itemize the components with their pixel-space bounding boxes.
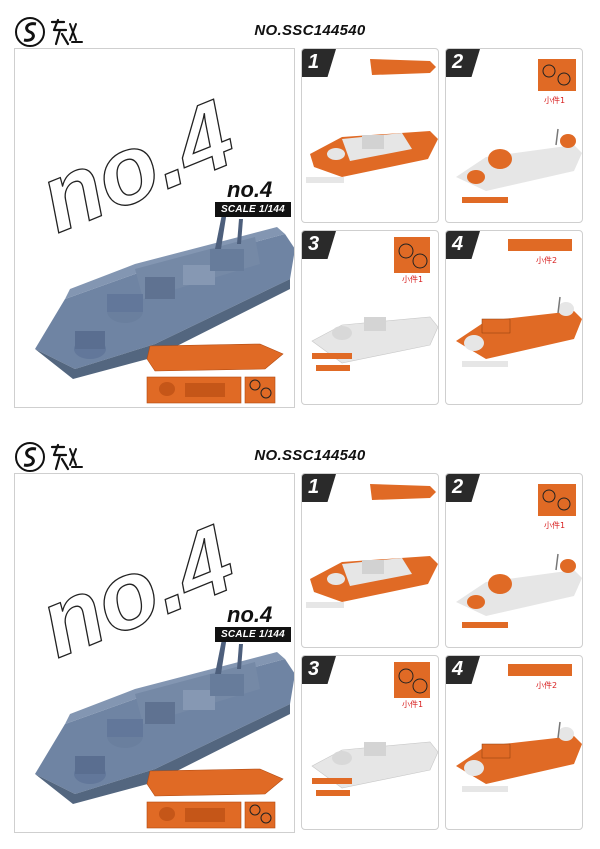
step-number: 4	[452, 233, 464, 255]
step-panel-1: 1	[301, 473, 439, 648]
scale-badge: SCALE 1/144	[215, 202, 291, 217]
instruction-sheet-bottom: NO.SSC144540 no.4	[0, 425, 600, 849]
big-outline-text: no.4	[25, 80, 248, 253]
boat-model-gray	[35, 209, 294, 379]
step1-assembly	[306, 556, 438, 608]
model-title: no.4	[227, 602, 273, 627]
orange-parts	[146, 343, 284, 404]
part-label: 小件1	[544, 96, 566, 105]
part-label: 小件1	[402, 275, 424, 284]
model-title: no.4	[227, 177, 273, 202]
step-panel-2: 2 小件1	[445, 473, 583, 648]
product-code: NO.SSC144540	[254, 22, 366, 39]
part-label: 小件2	[536, 681, 558, 690]
part-label: 小件1	[544, 521, 566, 530]
step1-assembly	[306, 131, 438, 183]
step-number: 1	[308, 51, 320, 73]
part-label: 小件2	[536, 256, 558, 265]
step-panel-3: 3 小件1	[301, 230, 439, 405]
step-panel-4: 4 小件2	[445, 230, 583, 405]
step-panel-2: 2 小件1	[445, 48, 583, 223]
brand-logo	[15, 442, 83, 472]
step2-assembly	[456, 553, 582, 628]
boat-model-gray	[35, 634, 294, 804]
step2-assembly	[456, 128, 582, 203]
step4-assembly	[456, 296, 582, 367]
orange-parts	[146, 768, 284, 829]
brand-logo	[15, 17, 83, 47]
big-outline-text: no.4	[25, 505, 248, 678]
step-number: 4	[452, 658, 464, 680]
step-number: 1	[308, 476, 320, 498]
product-code: NO.SSC144540	[254, 447, 366, 464]
step3-assembly	[311, 741, 438, 796]
hero-panel: no.4	[14, 473, 295, 833]
step-panel-3: 3 小件1	[301, 655, 439, 830]
step-number: 2	[452, 476, 464, 498]
step-panel-1: 1	[301, 48, 439, 223]
step-number: 2	[452, 51, 464, 73]
hero-panel: no.4	[14, 48, 295, 408]
step-number: 3	[308, 233, 320, 255]
step-panel-4: 4 小件2	[445, 655, 583, 830]
step4-assembly	[456, 721, 582, 792]
instruction-sheet-top: NO.SSC144540 no.4	[0, 0, 600, 424]
step3-assembly	[311, 316, 438, 371]
part-label: 小件1	[402, 700, 424, 709]
scale-badge: SCALE 1/144	[215, 627, 291, 642]
step-number: 3	[308, 658, 320, 680]
